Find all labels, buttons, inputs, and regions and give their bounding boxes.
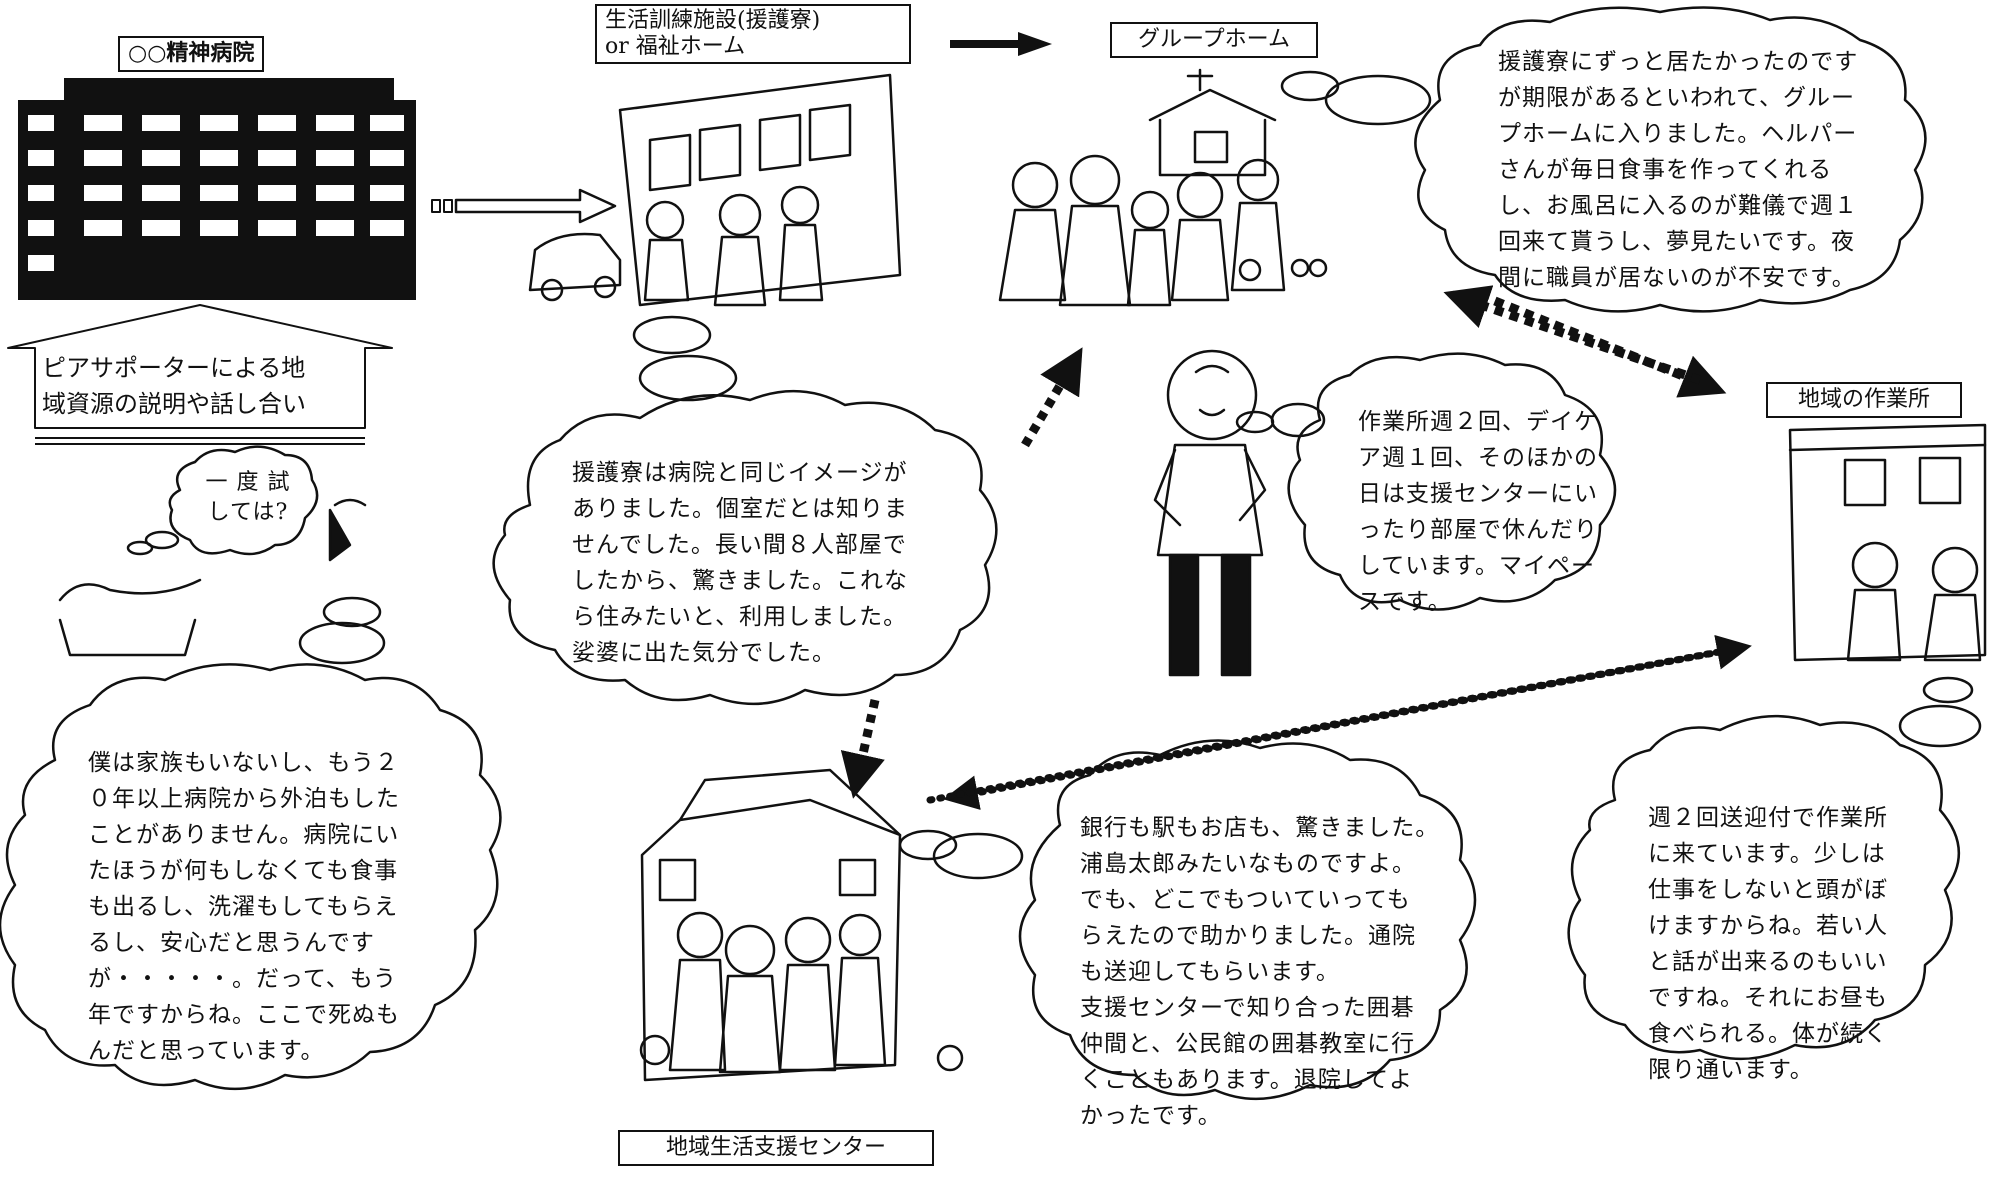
workshop-bubble-text: 週２回送迎付で作業所 に来ています。少しは 仕事をしないと頭がぼ けますからね。… [1648, 800, 1888, 1088]
bubble-line: 浦島太郎みたいなものですよ。 [1080, 851, 1416, 877]
bubble-line: 援護寮にずっと居たかったのです [1498, 49, 1859, 75]
bubble-line: が・・・・・。だって、もう [88, 966, 398, 992]
bubble-line: らえたので助かりました。通院 [1080, 923, 1416, 949]
bubble-line: けますからね。若い人 [1648, 913, 1888, 939]
bubble-line: が期限があるといわれて、グルー [1498, 85, 1856, 111]
bubble-line: しています。マイペー [1358, 553, 1596, 579]
facility-bubble-text: 援護寮は病院と同じイメージが ありました。個室だとは知りま せんでした。長い間８… [572, 455, 908, 671]
thought-bubble-chains [126, 70, 1982, 880]
cloud-bubbles [0, 6, 1960, 1101]
bubble-line: 娑婆に出た気分でした。 [572, 640, 836, 666]
bubble-line: 限り通います。 [1648, 1057, 1814, 1083]
bubble-line: くこともあります。退院してよ [1080, 1067, 1414, 1093]
workshop-illustration [1788, 423, 1987, 662]
bubble-line: に来ています。少しは [1648, 841, 1886, 867]
support-center-illustration [639, 768, 964, 1082]
bubble-line: たほうが何もしなくても食事 [88, 858, 399, 884]
peer-support-line1: ピアサポーターによる地 [42, 354, 306, 382]
bubble-line: ですね。それにお昼も [1648, 985, 1888, 1011]
hospital-to-facility-arrow [431, 188, 617, 224]
bubble-line: し、お風呂に入るのが難儀で週１ [1498, 193, 1858, 219]
group-home-bubble-text: 援護寮にずっと居たかったのです が期限があるといわれて、グルー プホームに入りま… [1498, 44, 1858, 296]
bubble-line: と話が出来るのもいい [1648, 949, 1888, 975]
peer-support-up-arrow [7, 304, 393, 445]
bubble-line: も出るし、洗濯もしてもらえ [88, 894, 399, 920]
support-center-bubble-text: 銀行も駅もお店も、驚きました。 浦島太郎みたいなものですよ。 でも、どこでもつい… [1080, 810, 1439, 1134]
bubble-line: 年ですからね。ここで死ぬも [88, 1002, 400, 1028]
bubble-line: ありました。個室だとは知りま [572, 496, 908, 522]
workshop-label: 地域の作業所 [1766, 382, 1962, 418]
center-person-illustration [1153, 349, 1267, 677]
center-person-bubble-text: 作業所週２回、デイケ ア週１回、そのほかの 日は支援センターにい ったり部屋で休… [1358, 404, 1598, 620]
group-home-label: グループホーム [1110, 22, 1318, 58]
bubble-line: 僕は家族もいないし、もう２ [88, 750, 399, 776]
bubble-line: 援護寮は病院と同じイメージが [572, 460, 908, 486]
facility-building-illustration [528, 73, 902, 307]
bubble-line: でも、どこでもついていっても [1080, 887, 1411, 913]
hospital-building-illustration [18, 78, 416, 300]
group-home-illustration [998, 68, 1328, 307]
bubble-line: るし、安心だと思うんです [88, 930, 375, 956]
bubble-line: 仕事をしないと頭がぼ [1648, 877, 1888, 903]
hospital-label: ○○精神病院 [118, 36, 265, 72]
bubble-line: ことがありません。病院にい [88, 822, 400, 848]
bubble-line: さんが毎日食事を作ってくれる [1498, 157, 1833, 183]
peer-support-text: ピアサポーターによる地 域資源の説明や話し合い [42, 350, 306, 422]
hospital-patient-bubble-text: 僕は家族もいないし、もう２ ０年以上病院から外泊もした ことがありません。病院に… [88, 745, 400, 1069]
bubble-line: 週２回送迎付で作業所 [1648, 805, 1888, 831]
hospital-patient-illustration [58, 498, 367, 657]
bubble-line: 支援センターで知り合った囲碁 [1080, 995, 1415, 1021]
bubble-line: 回来て貰うし、夢見たいです。夜 [1498, 229, 1856, 255]
facility-to-grouphome-arrow [950, 32, 1052, 56]
facility-label: 生活訓練施設(援護寮) or 福祉ホーム [595, 4, 911, 64]
bubble-line: プホームに入りました。ヘルパー [1498, 121, 1858, 147]
bubble-line: せんでした。長い間８人部屋で [572, 532, 907, 558]
bubble-line: ア週１回、そのほかの [1358, 445, 1598, 471]
bubble-line: したから、驚きました。これな [572, 568, 908, 594]
suggestion-line1: 一 度 試 [205, 470, 291, 495]
facility-label-line1: 生活訓練施設(援護寮) [605, 8, 821, 33]
bubble-line: かったです。 [1080, 1103, 1222, 1129]
bubble-line: スです。 [1358, 589, 1452, 615]
bubble-line: ０年以上病院から外泊もした [88, 786, 400, 812]
bubble-line: 銀行も駅もお店も、驚きました。 [1080, 815, 1440, 841]
bubble-line: んだと思っています。 [88, 1038, 325, 1064]
dotted-connectors [840, 285, 1752, 810]
support-center-label: 地域生活支援センター [618, 1130, 934, 1166]
suggestion-text: 一 度 試 しては? [198, 468, 298, 528]
bubble-line: も送迎してもらいます。 [1080, 959, 1340, 985]
bubble-line: 仲間と、公民館の囲碁教室に行 [1080, 1031, 1416, 1057]
bubble-line: ったり部屋で休んだり [1358, 517, 1598, 543]
bubble-line: 食べられる。体が続く [1648, 1021, 1888, 1047]
suggestion-line2: しては? [207, 500, 289, 525]
bubble-line: 作業所週２回、デイケ [1358, 409, 1598, 435]
bubble-line: ら住みたいと、利用しました。 [572, 604, 908, 630]
facility-label-line2: or 福祉ホーム [605, 34, 746, 59]
bubble-line: 日は支援センターにい [1358, 481, 1598, 507]
peer-support-line2: 域資源の説明や話し合い [42, 390, 306, 418]
bubble-line: 間に職員が居ないのが不安です。 [1498, 265, 1856, 291]
